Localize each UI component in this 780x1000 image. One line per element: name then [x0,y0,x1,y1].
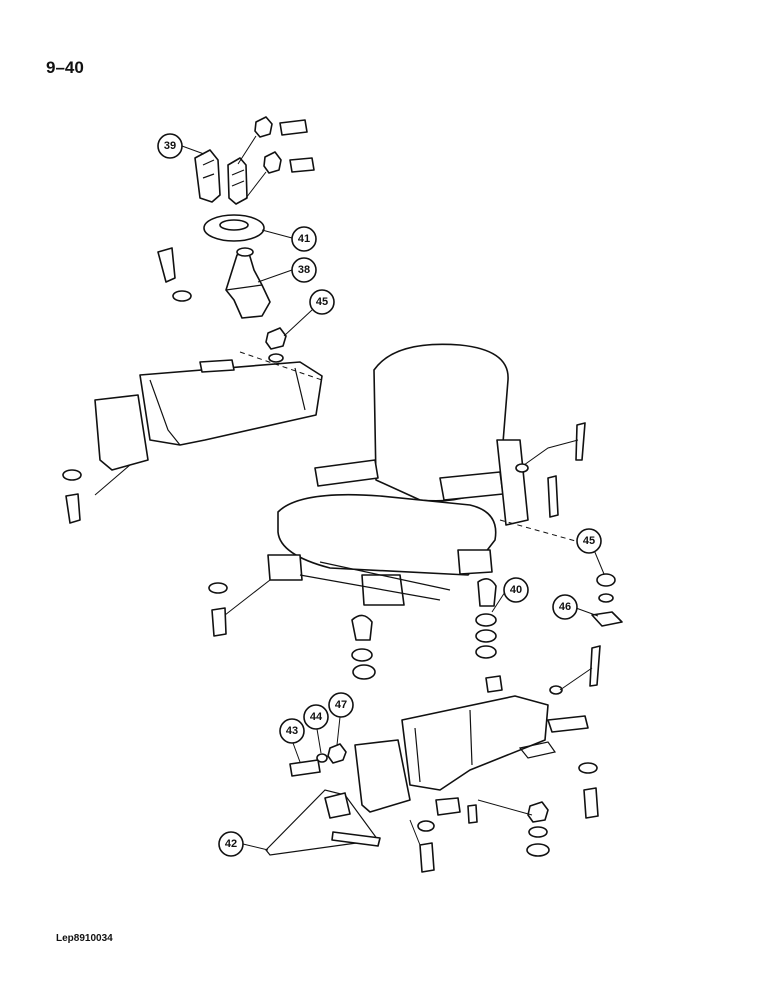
callout-46: 46 [552,594,599,620]
svg-text:43: 43 [286,725,298,737]
pivot-bolt-washers [157,247,287,363]
svg-text:38: 38 [298,264,310,276]
callout-39: 39 [157,133,205,159]
svg-text:39: 39 [164,140,176,152]
callout-40: 40 [491,577,529,613]
seat-rear-bracket [496,422,586,526]
svg-text:40: 40 [510,584,522,596]
callout-45-lower: 45 [576,528,605,575]
link-rod [265,789,381,856]
seat-cushion [277,493,497,576]
left-console-cover [94,394,149,496]
link-rod-hardware [289,743,347,777]
left-console-screw [62,469,82,524]
right-console-fasteners [409,762,599,873]
svg-text:42: 42 [225,838,237,850]
svg-text:47: 47 [335,699,347,711]
pivot-washer [203,214,265,242]
svg-text:41: 41 [298,233,310,245]
seat-mount-washer-screw [208,579,271,637]
svg-text:45: 45 [583,535,595,547]
page-number: 9–40 [46,58,84,77]
drawing-reference-code: Lep8910034 [56,933,113,944]
svg-text:45: 45 [316,296,328,308]
callout-38: 38 [257,257,317,283]
right-console-pins [485,645,601,695]
callout-42: 42 [218,831,269,857]
callout-41: 41 [261,226,317,252]
left-console-bracket [139,351,323,446]
callout-45-upper: 45 [283,289,335,337]
svg-text:44: 44 [310,711,323,723]
control-lever-clamp [194,149,248,205]
callout-43: 43 [279,718,305,763]
svg-text:46: 46 [559,601,571,613]
right-console-cover [354,739,411,813]
rear-mount-hardware [499,519,623,627]
callout-47: 47 [328,692,354,746]
callout-44: 44 [303,704,329,754]
seat-slide-rails [267,549,493,606]
pivot-housing [225,247,271,319]
clamp-bolts [237,116,315,199]
seat-isolator-mounts [351,578,497,680]
right-console-bracket [401,695,589,791]
